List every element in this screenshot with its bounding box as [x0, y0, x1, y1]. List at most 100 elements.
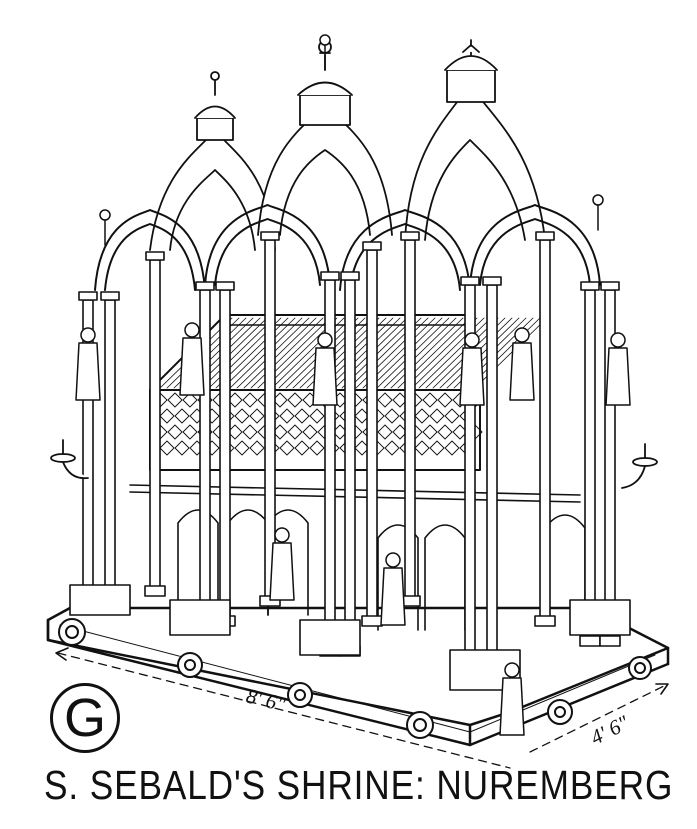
figure-robe: [269, 542, 295, 601]
plate-caption: S. SEBALD'S SHRINE: NUREMBERG: [44, 762, 674, 808]
apostle-figures: [75, 34, 631, 736]
arch-inner: [479, 218, 591, 286]
lattice-diamond: [422, 392, 438, 408]
arch-outer: [469, 204, 601, 286]
lattice-diamond: [437, 392, 453, 408]
lattice-diamond: [384, 440, 400, 456]
roof-hatch-line: [446, 317, 520, 389]
roof-hatch-line: [299, 317, 373, 389]
roof-hatch-line: [250, 317, 324, 389]
figure-head: [504, 662, 520, 678]
front-arches: [94, 204, 601, 291]
lattice-diamond: [159, 440, 175, 456]
figure-robe: [499, 677, 525, 736]
column-pedestal: [169, 599, 231, 636]
lattice-diamond: [174, 440, 190, 456]
lattice-diamond: [279, 440, 295, 456]
column-capital: [400, 231, 420, 241]
figure-head: [80, 327, 96, 343]
column-shaft: [584, 289, 596, 641]
snail-feet: [58, 618, 652, 739]
lattice-diamond: [182, 424, 198, 440]
lattice-diamond: [302, 424, 318, 440]
candle-holder-left: [50, 439, 89, 480]
figure-head: [464, 332, 480, 348]
lattice-diamond: [309, 408, 325, 424]
column-capital: [260, 231, 280, 241]
roof-hatch-line: [201, 317, 275, 389]
column-pedestal: [69, 584, 131, 616]
left-canopy: [149, 71, 276, 251]
column-capital: [320, 271, 340, 281]
column-shaft: [149, 259, 161, 591]
lattice-diamond: [294, 408, 310, 424]
column-capital: [78, 291, 98, 301]
arch-outer: [94, 209, 206, 291]
lattice-diamond: [287, 392, 303, 408]
figure-head: [385, 552, 401, 568]
roof-hatch-line: [418, 317, 492, 389]
column-capital: [580, 281, 600, 291]
arch-inner: [349, 223, 461, 291]
figure-robe: [459, 347, 485, 406]
lattice-diamond: [422, 424, 438, 440]
column-base: [144, 585, 166, 597]
finial-statue-head: [592, 194, 604, 206]
roof-hatch-line: [243, 317, 317, 389]
center-canopy: [257, 40, 393, 236]
lattice-diamond: [377, 392, 393, 408]
column-shaft: [539, 239, 551, 621]
lattice-diamond: [414, 440, 430, 456]
figure-robe: [75, 342, 101, 401]
column-pedestal: [299, 619, 361, 656]
plate-letter: G: [63, 688, 106, 748]
lattice-diamond: [437, 424, 453, 440]
lattice-diamond: [309, 440, 325, 456]
column-shaft: [219, 289, 231, 621]
figure-head: [610, 332, 626, 348]
lattice-diamond: [167, 392, 183, 408]
column-capital: [482, 276, 502, 286]
roof-hatch-line: [390, 317, 464, 389]
arch-inner: [104, 223, 196, 291]
roof-hatch-line: [222, 317, 296, 389]
figure-robe: [179, 337, 205, 396]
figure-head: [317, 332, 333, 348]
figure-robe: [380, 567, 406, 626]
column-capital: [460, 276, 480, 286]
lattice-diamond: [182, 392, 198, 408]
column-base: [361, 615, 383, 627]
lattice-diamond: [429, 440, 445, 456]
column-capital: [145, 251, 165, 261]
lattice-diamond: [279, 408, 295, 424]
candle-holder-right: [621, 443, 658, 489]
column-pedestal: [569, 599, 631, 636]
figure-robe: [509, 342, 535, 401]
lattice-diamond: [159, 408, 175, 424]
lattice-diamond: [444, 408, 460, 424]
column-capital: [195, 281, 215, 291]
column-shaft: [404, 239, 416, 601]
lattice-diamond: [242, 392, 258, 408]
arch-outer: [339, 209, 471, 291]
figure-head: [274, 527, 290, 543]
column-capital: [340, 271, 360, 281]
lattice-diamond: [444, 440, 460, 456]
dimension-lines: [57, 652, 669, 769]
column-capital: [535, 231, 555, 241]
column-shaft: [486, 284, 498, 681]
lattice-diamond: [234, 408, 250, 424]
column-base: [599, 635, 621, 647]
column-shaft: [104, 299, 116, 601]
figure-head: [184, 322, 200, 338]
column-shaft: [344, 279, 356, 651]
lattice-diamond: [414, 408, 430, 424]
right-canopy: [404, 39, 546, 241]
arch-inner: [214, 218, 321, 286]
arch-outer: [204, 204, 331, 286]
column-capital: [215, 281, 235, 291]
lattice-diamond: [249, 440, 265, 456]
lattice-diamond: [249, 408, 265, 424]
